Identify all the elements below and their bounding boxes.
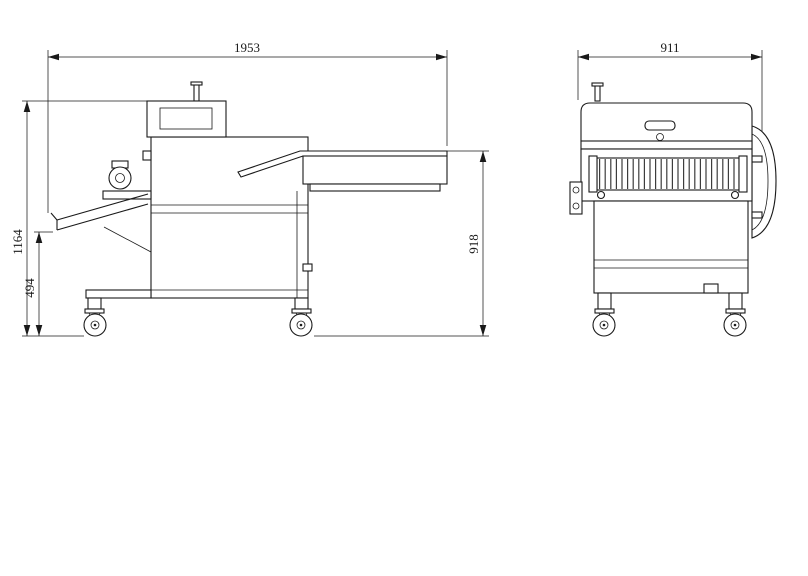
handle [644,120,676,131]
conveyor-table [302,155,448,185]
hopper [146,100,227,138]
side-machine [50,81,448,337]
dimension-overall-width: 911 [577,40,763,133]
caster-right [289,297,313,337]
dim-label-overall-width: 911 [660,40,679,55]
roller-endcap [588,155,598,193]
front-view: 911 [569,40,777,337]
panel-detail [703,283,719,294]
caster-left [592,292,616,337]
caster-left [83,297,107,337]
guard-tab [751,155,763,163]
dim-label-tray-height: 494 [22,278,37,298]
dimension-overall-length: 1953 [47,40,448,213]
dim-label-overall-length: 1953 [234,40,260,55]
machine-body [150,136,309,299]
guard-tab [751,211,763,219]
caster-right [723,292,747,337]
roller-endcap [738,155,748,193]
side-view: 1953 [10,40,489,337]
bearing [596,190,606,200]
side-tab [142,150,152,161]
base-frame [85,289,152,299]
lower-cabinet [593,200,749,294]
top-post [193,83,200,102]
dim-label-overall-height: 1164 [10,229,25,255]
top-post [594,84,601,102]
dimension-overall-height: 1164 [10,100,147,337]
feed-tray [50,193,152,253]
front-machine [569,82,777,337]
motor [108,166,132,190]
dimension-tray-height: 494 [22,231,53,336]
motor-bracket [102,190,152,200]
side-guard [751,125,777,239]
bolt-detail [302,263,313,272]
dimension-table-height: 918 [314,150,489,337]
bearing [730,190,740,200]
dim-label-table-height: 918 [466,234,481,254]
